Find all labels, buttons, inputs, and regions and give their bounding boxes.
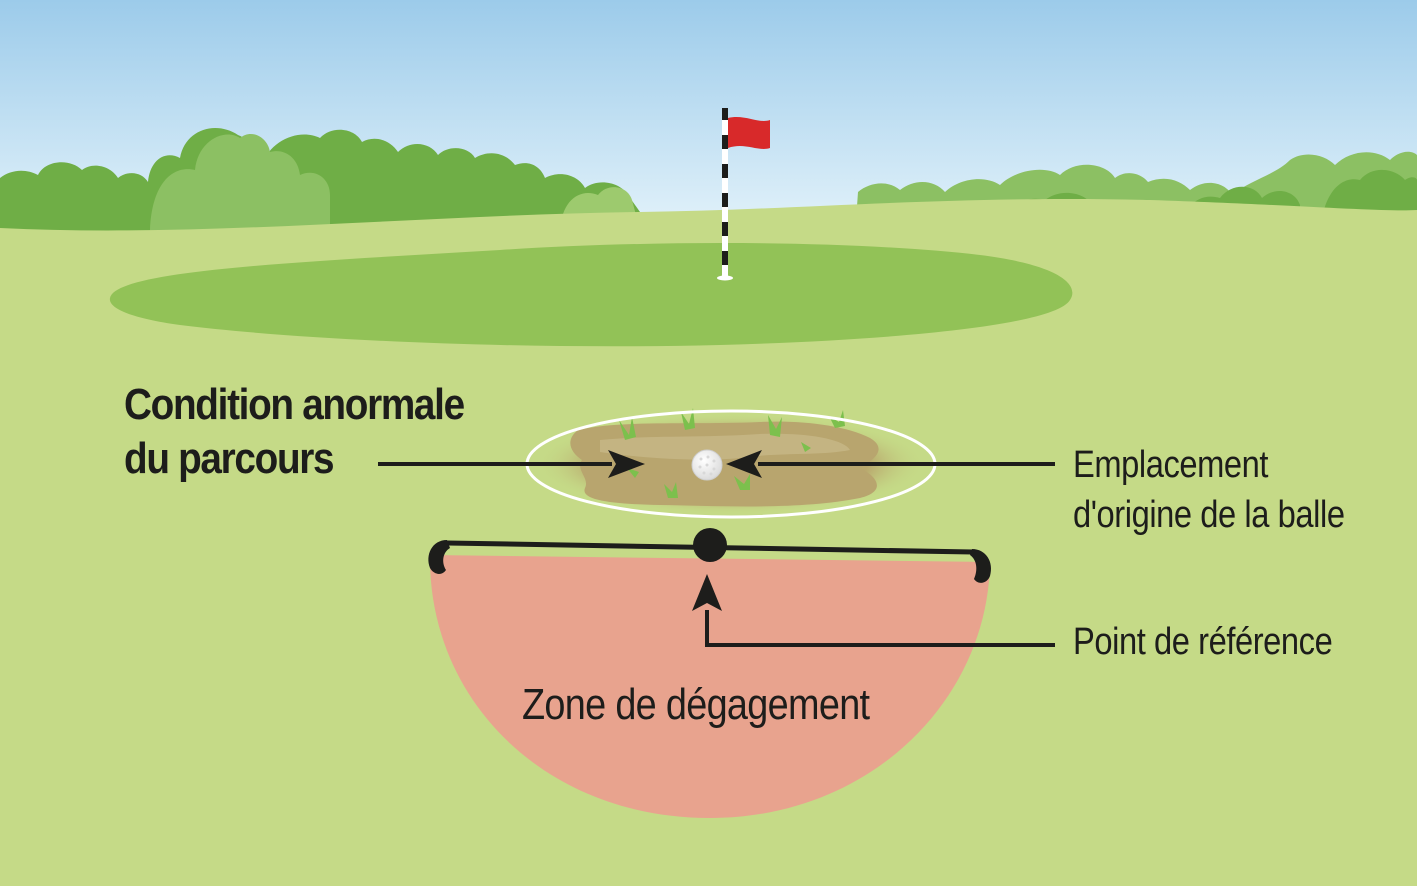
reference-point-arrow	[705, 610, 1055, 647]
condition-label-line-2: du parcours	[124, 434, 335, 483]
relief-zone	[429, 555, 991, 818]
ball-origin-label-line-2: d'origine de la balle	[1073, 494, 1345, 536]
ball-origin-label-line-1: Emplacement	[1073, 444, 1269, 486]
flagstick	[717, 108, 770, 281]
putting-green	[109, 243, 1073, 347]
condition-arrowhead	[608, 450, 645, 478]
ball-origin-arrowhead	[726, 450, 762, 478]
relief-zone-edge-right-end	[970, 549, 992, 583]
relief-zone-label: Zone de dégagement	[522, 680, 870, 729]
abnormal-condition-area	[525, 408, 937, 519]
trees-left	[0, 128, 640, 235]
condition-label-line-1: Condition anormale	[124, 380, 465, 429]
arrows	[378, 462, 1055, 647]
relief-zone-edge-left-end	[428, 540, 450, 574]
flag	[728, 117, 770, 149]
golf-ball	[691, 449, 723, 481]
condition-label: Condition anormale du parcours	[124, 378, 465, 486]
reference-point-arrowhead	[692, 574, 722, 611]
ball-origin-label: Emplacement d'origine de la balle	[1073, 440, 1345, 540]
reference-point-marker	[693, 528, 727, 562]
reference-point-label: Point de référence	[1073, 621, 1333, 663]
